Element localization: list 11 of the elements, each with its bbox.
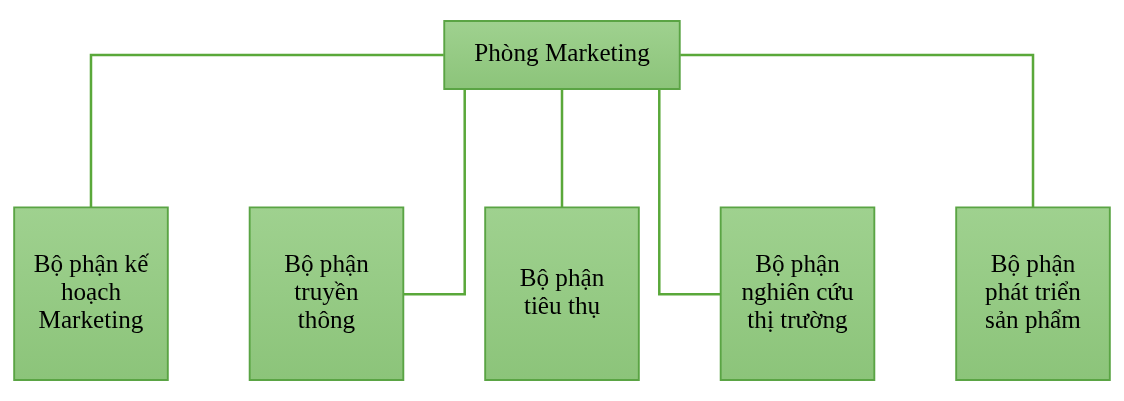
connector bbox=[403, 89, 466, 296]
connector bbox=[680, 53, 1035, 208]
connector bbox=[658, 89, 721, 296]
node-box: Bộ phận truyền thông bbox=[248, 206, 405, 381]
node-box: Bộ phận nghiên cứu thị trường bbox=[719, 206, 876, 381]
node-box: Phòng Marketing bbox=[443, 20, 681, 90]
node-box: Bộ phận tiêu thụ bbox=[484, 206, 640, 381]
connector bbox=[560, 89, 564, 208]
node-box: Bộ phận kế hoạch Marketing bbox=[13, 206, 169, 381]
node-box: Bộ phận phát triển sản phẩm bbox=[955, 206, 1111, 381]
connector bbox=[89, 53, 444, 208]
